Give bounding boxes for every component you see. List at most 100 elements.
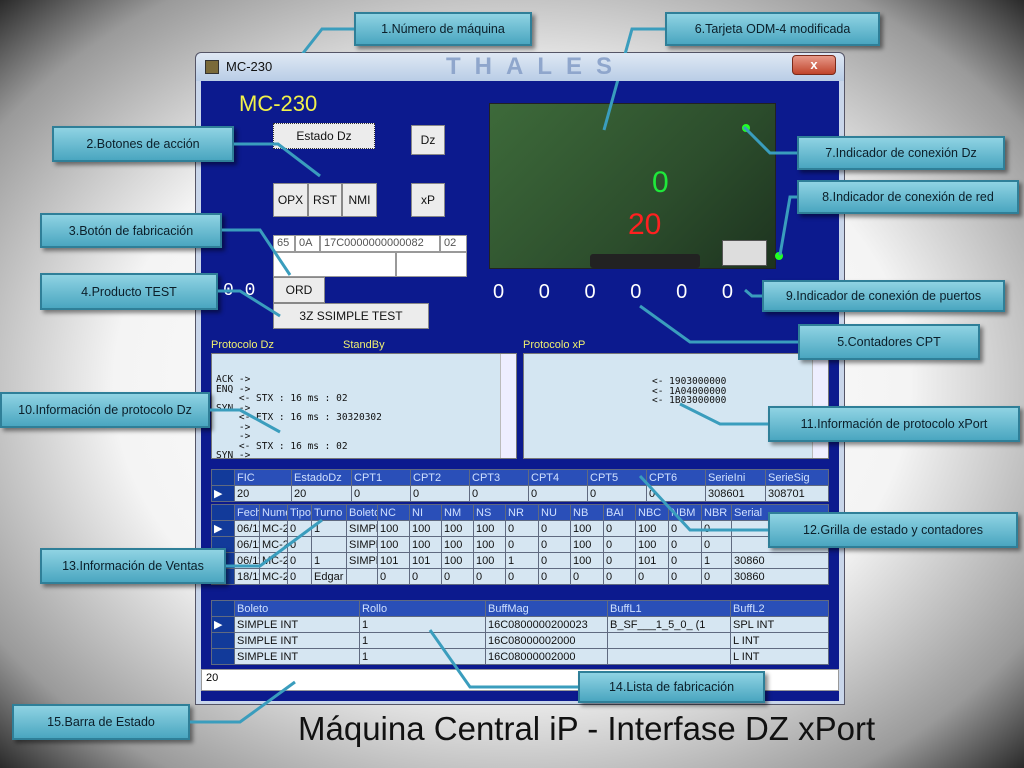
table-row[interactable]: 06/11MC-2301SIMPl10110110010010100010101… [211,552,829,569]
column-header[interactable]: NB [570,504,604,521]
column-header[interactable]: Rollo [359,600,486,617]
scrollbar[interactable] [500,354,516,458]
field-5[interactable] [273,252,396,277]
row-selector[interactable]: ▶ [211,616,235,633]
row-selector[interactable] [211,632,235,649]
cell: 308601 [705,485,766,502]
callout-3: 3.Botón de fabricación [40,213,222,248]
column-header[interactable]: BuffMag [485,600,608,617]
cell: 100 [473,520,506,537]
callout-8: 8.Indicador de conexión de red [797,180,1019,214]
table-row[interactable]: 06/11MC-230SIMPl10010010010000100010000 [211,536,829,553]
cell: 0 [701,568,732,585]
col-serieini[interactable]: SerieIni [705,469,766,486]
slide-title: Máquina Central iP - Interfase DZ xPort [298,710,876,747]
close-button[interactable]: x [792,55,836,75]
field-6[interactable] [396,252,467,277]
field-2[interactable]: 0A [295,235,320,252]
column-header[interactable]: NS [473,504,506,521]
col-cpt1[interactable]: CPT1 [351,469,411,486]
counter-1: 0 [493,281,505,303]
cell [346,568,378,585]
sales-grid[interactable]: FechaNumeTipoMTurnoBoletoNCNINMNSNRNUNBB… [211,504,829,585]
nmi-button[interactable]: NMI [342,183,377,217]
col-cpt5[interactable]: CPT5 [587,469,647,486]
db-connector [590,254,700,268]
protocol-xp-label: Protocolo xP [523,339,586,351]
column-header[interactable]: NC [377,504,410,521]
callout-13: 13.Información de Ventas [40,548,226,584]
dz-state: StandBy [343,339,385,351]
field-3[interactable]: 17C0000000000082 [320,235,440,252]
column-header[interactable]: BuffL2 [730,600,829,617]
opx-button[interactable]: OPX [273,183,308,217]
protocol-dz-log[interactable]: ACK -> ENQ -> <- STX : 16 ms : 02 SYN ->… [211,353,517,459]
column-header[interactable]: Turno [311,504,347,521]
cell: 0 [538,520,571,537]
client-area: MC-230 Estado Dz Dz OPX RST NMI xP 65 0A… [201,81,839,701]
cell: 0 [473,568,506,585]
cell: 0 [646,485,706,502]
table-row[interactable]: 18/11MC-230Edgar0000000000030860 [211,568,829,585]
cell: 100 [441,552,474,569]
cell: 06/11 [234,520,260,537]
column-header[interactable]: NBC [635,504,669,521]
network-indicator: 20 [628,208,662,241]
callout-15: 15.Barra de Estado [12,704,190,740]
column-header[interactable]: BAI [603,504,636,521]
col-cpt3[interactable]: CPT3 [469,469,529,486]
col-cpt6[interactable]: CPT6 [646,469,706,486]
column-header[interactable]: Nume [259,504,288,521]
row-header [211,469,235,486]
cell: SIMPLE INT [234,616,360,633]
rst-button[interactable]: RST [308,183,342,217]
product-test-button[interactable]: 3Z SSIMPLE TEST [273,303,429,329]
app-icon [205,60,219,74]
cell: 0 [441,568,474,585]
callout-5: 5.Contadores CPT [798,324,980,360]
cell: MC-23 [259,552,288,569]
estado-dz-button[interactable]: Estado Dz [273,123,375,149]
link-indicator: 0 0 [223,281,256,301]
col-estadodz[interactable]: EstadoDz [291,469,352,486]
cell: 0 [603,536,636,553]
field-4[interactable]: 02 [440,235,467,252]
column-header[interactable]: NBR [701,504,732,521]
col-seriesig[interactable]: SerieSig [765,469,829,486]
cell: SIMPl [346,536,378,553]
column-header[interactable]: TipoM [287,504,312,521]
column-header[interactable]: NR [505,504,539,521]
column-header[interactable]: BuffL1 [607,600,731,617]
row-selector[interactable]: ▶ [211,520,235,537]
column-header[interactable]: NI [409,504,442,521]
cell: 101 [377,552,410,569]
col-cpt2[interactable]: CPT2 [410,469,470,486]
column-header[interactable]: Fecha [234,504,260,521]
row-selector[interactable]: ▶ [211,485,235,502]
table-row[interactable]: ▶06/11MC-2301SIMPl1001001001000010001000… [211,520,829,537]
cell: 100 [409,536,442,553]
column-header[interactable]: NU [538,504,571,521]
cell: B_SF___1_5_0_ (1 [607,616,731,633]
app-window: MC-230 THALES x MC-230 Estado Dz Dz OPX … [195,52,845,705]
protocol-dz-label: Protocolo Dz [211,339,274,351]
dz-button[interactable]: Dz [411,125,445,155]
row-selector[interactable] [211,648,235,665]
column-header[interactable]: Boleto [234,600,360,617]
xp-button[interactable]: xP [411,183,445,217]
ord-button[interactable]: ORD [273,277,325,303]
col-cpt4[interactable]: CPT4 [528,469,588,486]
field-1[interactable]: 65 [273,235,295,252]
cell: SPL INT [730,616,829,633]
col-fic[interactable]: FIC [234,469,292,486]
column-header[interactable]: NM [441,504,474,521]
column-header[interactable]: Boleto [346,504,378,521]
cell: 1 [311,520,347,537]
column-header[interactable]: NBM [668,504,702,521]
